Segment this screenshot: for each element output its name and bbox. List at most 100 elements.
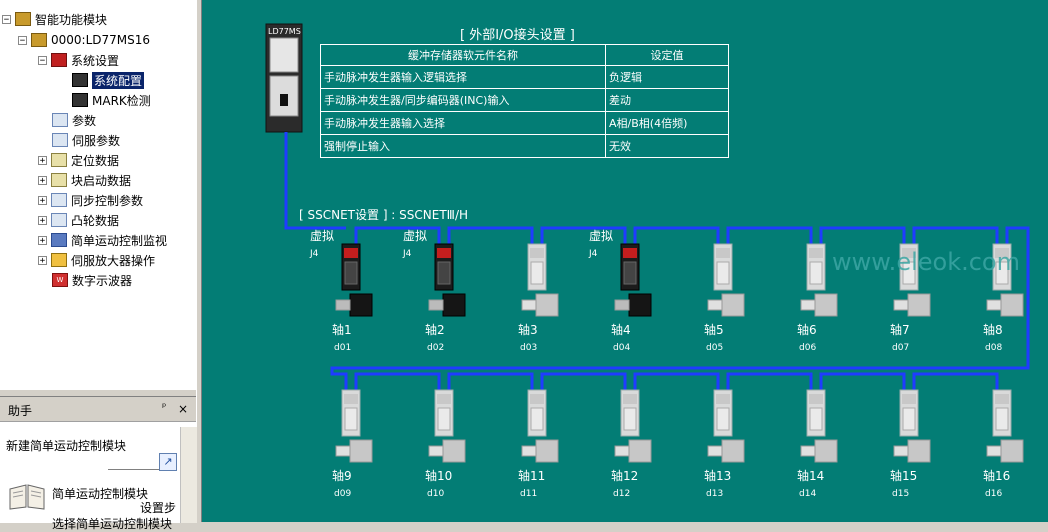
axis-id: d11 [520, 489, 537, 499]
expand-icon[interactable]: + [38, 255, 47, 266]
helper-scrollbar[interactable] [180, 427, 197, 523]
amplifier-terminal [995, 261, 1009, 285]
column-header-value: 设定值 [605, 44, 729, 66]
amplifier-terminal [716, 261, 730, 285]
amplifier-display [902, 394, 916, 404]
expand-icon[interactable]: + [38, 155, 47, 166]
amplifier-display [530, 394, 544, 404]
tree-item-system-config[interactable]: 系统配置 [72, 71, 145, 89]
tree-item-cam-data[interactable]: + 凸轮数据 [38, 211, 119, 229]
motor-shaft [986, 299, 1002, 311]
axis-unit[interactable]: 轴5 d05 [704, 243, 745, 353]
helper-title: 助手 [8, 404, 33, 418]
motor-body [535, 293, 559, 317]
collapse-icon[interactable]: − [2, 14, 11, 25]
amplifier-terminal [809, 261, 823, 285]
expand-icon[interactable]: + [38, 195, 47, 206]
axis-id: d05 [706, 343, 723, 353]
expand-icon[interactable]: + [38, 175, 47, 186]
tree-item-intelligent-module[interactable]: − 智能功能模块 [2, 10, 107, 28]
axis-unit[interactable]: 轴3 d03 [518, 243, 559, 353]
tree-label: 参数 [72, 113, 97, 128]
motor-shaft [800, 445, 816, 457]
tree-item-ld77ms16[interactable]: − 0000:LD77MS16 [18, 31, 150, 49]
table-cell-value[interactable]: 差动 [605, 88, 729, 112]
network-line [540, 372, 627, 390]
motor-body [907, 439, 931, 463]
motor-body [349, 293, 373, 317]
motor-body [442, 293, 466, 317]
motor-shaft [800, 299, 816, 311]
virtual-label: 虚拟 [310, 229, 334, 243]
axis-name: 轴16 [983, 468, 1010, 483]
tree-item-sync-control[interactable]: + 同步控制参数 [38, 191, 143, 209]
expand-icon[interactable]: + [38, 215, 47, 226]
amplifier-display [344, 248, 358, 258]
table-cell-value[interactable]: 负逻辑 [605, 65, 729, 89]
tree-item-system-settings[interactable]: − 系统设置 [38, 51, 119, 69]
motor-body [907, 293, 931, 317]
helper-item-title[interactable]: 简单运动控制模块 [52, 487, 149, 501]
module-folder-icon [15, 12, 31, 26]
tree-item-monitor[interactable]: + 简单运动控制监视 [38, 231, 167, 249]
axis-id: d01 [334, 343, 351, 353]
axis-id: d10 [427, 489, 444, 499]
close-icon[interactable]: × [178, 402, 189, 416]
table-row[interactable]: 手动脉冲发生器输入逻辑选择 负逻辑 [320, 65, 729, 89]
tree-item-parameter[interactable]: 参数 [52, 111, 96, 129]
table-row[interactable]: 手动脉冲发生器/同步编码器(INC)输入 差动 [320, 88, 729, 112]
amplifier-display [902, 248, 916, 258]
table-row[interactable]: 强制停止输入 无效 [320, 134, 729, 158]
tree-item-oscilloscope[interactable]: W 数字示波器 [52, 271, 132, 289]
oscilloscope-icon: W [52, 273, 68, 287]
system-config-icon [72, 73, 88, 87]
table-cell-name: 强制停止输入 [320, 134, 606, 158]
axis-id: d03 [520, 343, 537, 353]
amplifier-terminal [530, 261, 544, 285]
splitter[interactable] [196, 0, 202, 522]
motor-shaft [335, 299, 351, 311]
tree-item-block-start[interactable]: + 块启动数据 [38, 171, 131, 189]
open-link-icon[interactable]: ↗ [159, 453, 177, 471]
collapse-icon[interactable]: − [38, 55, 47, 66]
network-line [912, 372, 999, 390]
amplifier-display [716, 394, 730, 404]
pin-icon[interactable]: ᵖ [162, 402, 167, 413]
monitor-icon [51, 233, 67, 247]
table-header-row: 缓冲存储器软元件名称 设定值 [320, 44, 729, 66]
tree-label: 智能功能模块 [35, 12, 108, 27]
collapse-icon[interactable]: − [18, 35, 27, 46]
motor-body [442, 439, 466, 463]
tree-item-mark-detect[interactable]: MARK检测 [72, 91, 151, 109]
tree-item-amplifier[interactable]: + 伺服放大器操作 [38, 251, 155, 269]
motor-body [535, 439, 559, 463]
controller-module[interactable]: LD77MS [265, 23, 303, 133]
table-cell-value[interactable]: A相/B相(4倍频) [605, 111, 729, 135]
tree-item-positioning-data[interactable]: + 定位数据 [38, 151, 119, 169]
helper-item-sub: 设置步 [140, 501, 177, 515]
tree-item-servo-parameter[interactable]: 伺服参数 [52, 131, 120, 149]
expand-icon[interactable]: + [38, 235, 47, 246]
table-cell-value[interactable]: 无效 [605, 134, 729, 158]
axis-name: 轴3 [518, 322, 538, 337]
axis-name: 轴6 [797, 322, 817, 337]
table-row[interactable]: 手动脉冲发生器输入选择 A相/B相(4倍频) [320, 111, 729, 135]
motor-shaft [521, 299, 537, 311]
network-line [633, 226, 720, 244]
amplifier-display [716, 248, 730, 258]
axis-name: 轴5 [704, 322, 724, 337]
